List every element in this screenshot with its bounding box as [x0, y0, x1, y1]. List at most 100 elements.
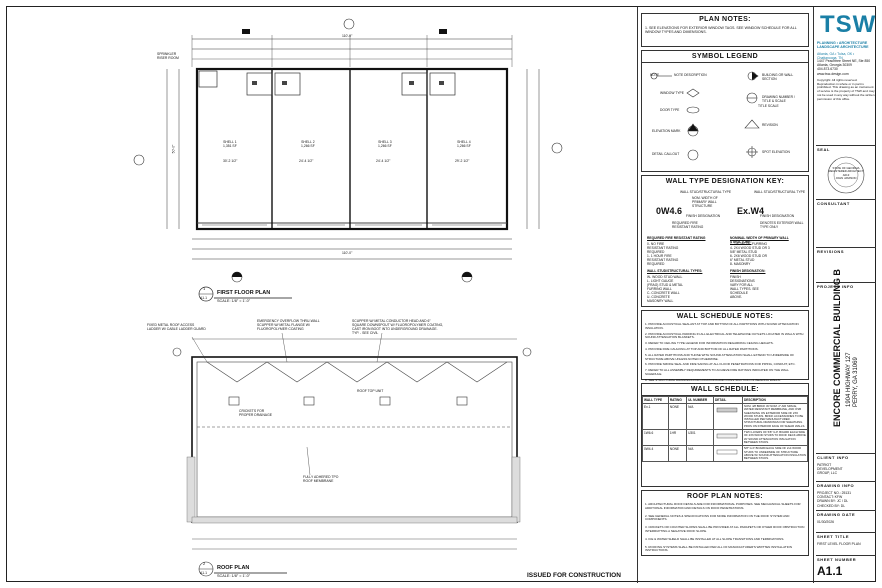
roof-note-crickets: CRICKETS FOR PROPER DRAINAGE: [239, 409, 272, 417]
wtk-col2-item-0: 1- 7/8" METAL FURRING: [730, 242, 768, 246]
wtk-label-width: NOM. WIDTH OF PRIMARY WALL STRUCTURE: [692, 196, 718, 208]
ws-cell: 1HR: [667, 429, 688, 447]
roof-plan: [172, 332, 532, 577]
roof-note-rtu: ROOF TOP UNIT: [357, 389, 384, 393]
first-floor-plan: [133, 18, 563, 302]
first-floor-plan-title: FIRST FLOOR PLAN: [217, 290, 271, 296]
copyright-notice: Copyright: All rights reserved. Reproduc…: [817, 78, 875, 101]
ws-cell: NOM. 4/8 BRICK W/ NOM. 2" AIR SPACE, WAT…: [742, 402, 808, 431]
wall-type-key-box: WALL TYPE DESIGNATION KEY: 0W4.6 Ex.W4 W…: [641, 175, 809, 307]
wall-schedule-title: WALL SCHEDULE:: [642, 384, 808, 396]
roof-plan-notes-title: ROOF PLAN NOTES:: [686, 493, 763, 500]
tsw-logo: TSW: [820, 11, 877, 38]
ws-cell: Ex.1: [642, 402, 669, 431]
wall-schedule-notes-box: WALL SCHEDULE NOTES: 1. PROVIDE ACOUSTIC…: [641, 310, 809, 382]
office-locations: Atlanta, GA • Tulsa, OK • Chattanooga, T…: [817, 52, 855, 61]
plan-note-1: 1. SEE ELEVATIONS FOR EXTERIOR WINDOW TA…: [645, 26, 797, 35]
roof-sheet-ref: A1.1: [200, 571, 207, 575]
symbol-legend-graphics: [650, 71, 760, 161]
legend-building-section: BUILDING OR WALL SECTION: [762, 73, 794, 81]
roof-note-scupper: SCUPPER W/ METAL CONDUCTOR HEAD AND 6" S…: [352, 319, 444, 335]
legend-door-type: DOOR TYPE: [660, 108, 680, 112]
plan-notes-box: PLAN NOTES: 1. SEE ELEVATIONS FOR EXTERI…: [641, 13, 809, 47]
consultant-label: CONSULTANT: [817, 201, 850, 206]
wtk-col4-item-0: FINISH DESIGNATIONS VARY FOR ALL WALL TY…: [730, 275, 759, 299]
ws-cell: N/A: [686, 445, 714, 463]
symbol-legend-title: SYMBOL LEGEND: [642, 51, 808, 63]
table-row: 1W6.6 1HR U301 TWO LAYERS OF 5/8" G.P. B…: [642, 429, 808, 447]
overall-dim-top: 110'-0": [342, 34, 353, 38]
legend-title-scale: TITLE SCALE: [758, 104, 779, 108]
ws-cell: N/A: [686, 402, 714, 431]
wtk-col1-item-1: 1- 1 HOUR FIRE RESISTANT RATING REQUIRED: [647, 254, 679, 266]
client-info-label: CLIENT INFO: [817, 455, 849, 460]
legend-drawing-number: DRAWING NUMBER / TITLE & SCALE: [762, 95, 795, 103]
wall-note-8: 8. SEE STRUCTURAL DRAWINGS FOR LOCATIONS…: [645, 377, 781, 382]
ws-cell: 0W4.4: [642, 445, 669, 463]
wall-type-example-1: 0W4.6: [656, 206, 683, 216]
sheet-number-label: SHEET NUMBER: [817, 557, 857, 562]
table-row: 0W4.4 NONE N/A 5/8" G.P. BOARD EACH SIDE…: [642, 445, 808, 463]
wtk-label-stud: WALL STUD/STRUCTURAL TYPE: [680, 190, 732, 194]
wtk-col3-item-3: U- CONCRETE MASONRY WALL: [647, 295, 674, 303]
roof-plan-note-5: 5. ROOFING SYSTEMS SHALL BE INSTALLED PE…: [645, 544, 793, 553]
legend-note: NOTE: [650, 73, 660, 77]
wtk-col4-head: FINISH DESIGNATION:: [730, 269, 766, 273]
wtk2-label-finish: FINISH DESIGNATION: [760, 214, 795, 218]
roof-plan-title: ROOF PLAN: [217, 565, 250, 571]
issued-for-construction: ISSUED FOR CONSTRUCTION: [527, 572, 621, 579]
roof-detail-num: 2: [203, 561, 206, 566]
legend-elevation-mark: ELEVATION MARK: [652, 129, 681, 133]
sheet-title-label: SHEET TITLE: [817, 534, 850, 539]
ws-head-rating: RATING: [667, 396, 688, 404]
wtk2-label-stud: WALL STUD/STRUCTURAL TYPE: [754, 190, 806, 194]
roof-plan-note-1: 1. ARCHITECTURAL ROOF DETAILS ARE FOR IN…: [645, 502, 801, 510]
roof-note-ladder: FIXED METAL ROOF ACCESS LADDER W/ CABLE …: [147, 323, 206, 331]
drawing-info-label: DRAWING INFO: [817, 483, 855, 488]
sheet-number: A1.1: [817, 564, 843, 578]
ws-cell: 1W6.6: [642, 429, 669, 447]
project-name: ENCORE COMMERCIAL BUILDING B: [832, 269, 842, 427]
unit-1-width: 30'-2 1/2": [223, 159, 238, 163]
seal-label: SEAL: [817, 147, 831, 152]
roof-plan-note-3: 3. CRICKETS OR COUNTER SLOPES SHALL BE P…: [645, 525, 805, 533]
roof-plan-note-2: 2. SEE GENERAL NOTES & SPECIFICATIONS FO…: [645, 513, 790, 522]
legend-note-description: NOTE DESCRIPTION: [674, 73, 707, 77]
wtk-col2-item-2: 6- 2X6 WOOD STUD OR 6" METAL STUD: [730, 254, 768, 262]
ws-cell: U301: [686, 429, 714, 447]
revisions-label: REVISIONS: [817, 249, 845, 254]
drawing-area: 1 A1.1 FIRST FLOOR PLAN SCALE: 1/8" = 1'…: [7, 7, 638, 583]
ws-cell: TWO LAYERS OF 5/8" G.P. BOARD EACH SIDE …: [742, 429, 808, 447]
wall-note-2: 2. PROVIDE ACOUSTICAL PADDING IN ALL ELE…: [645, 331, 804, 340]
plan-notes-title: PLAN NOTES:: [699, 16, 751, 23]
ws-cell: NONE: [667, 402, 688, 431]
unit-2-width: 24'-4 1/2": [299, 159, 314, 163]
project-info-label: PROJECT INFO: [817, 284, 854, 289]
wall-note-7: 7. REFER TO ALL ASSEMBLY REQUIREMENTS TO…: [645, 368, 789, 376]
wall-note-6: 6. PROVIDE SMOKE SEAL AND FIRE SAFING AT…: [645, 362, 796, 367]
wtk-col3-item-1: L- LIGHT GAUGE (FRAG) STUD & METAL FURRI…: [647, 279, 683, 291]
drawing-info: PROJECT NO.: 25131 CONTACT: KFW DRAWN BY…: [817, 491, 852, 508]
unit-3-width: 24'-4 1/2": [376, 159, 391, 163]
legend-detail-callout: DETAIL CALLOUT: [652, 152, 680, 156]
roof-plan-note-4: 4. ICE & WATER SHIELD SHALL BE INSTALLED…: [645, 536, 785, 541]
sprinkler-riser-label: SPRINKLER RISER ROOM: [157, 52, 179, 60]
sheet-title: FIRST LEVEL FLOOR PLAN: [817, 542, 861, 546]
notes-column: PLAN NOTES: 1. SEE ELEVATIONS FOR EXTERI…: [638, 7, 813, 583]
ws-detail-graphic: [713, 402, 743, 431]
wall-schedule-box: WALL SCHEDULE: WALL TYPE RATING UL NUMBE…: [641, 383, 809, 487]
ws-detail-graphic: [713, 445, 743, 463]
ws-cell: NONE: [667, 445, 688, 463]
legend-spot-elevation: SPOT ELEVATION: [762, 150, 790, 154]
wtk2-label-exterior: DENOTES EXTERIOR WALL TYPE ONLY: [760, 221, 804, 229]
roof-note-membrane: FULLY ADHERED TPO ROOF MEMBRANE: [303, 475, 339, 483]
